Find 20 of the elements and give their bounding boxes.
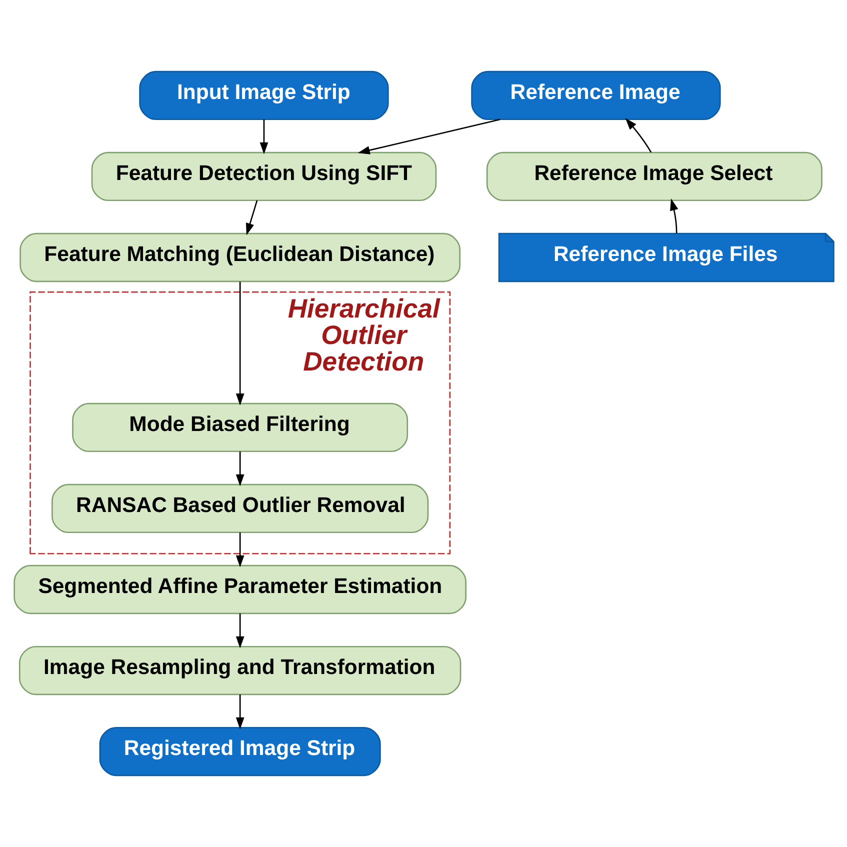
arrow: [235, 282, 244, 406]
node-box: Feature Matching (Euclidean Distance): [19, 232, 460, 282]
arrow: [235, 532, 244, 568]
node-box: Mode Biased Filtering: [72, 402, 408, 452]
node-box: Reference Image Select: [486, 152, 822, 202]
node-box: Reference Image: [470, 70, 720, 120]
arrow: [245, 200, 258, 236]
arrow: [357, 118, 500, 154]
node-box: Image Resampling and Transformation: [18, 646, 461, 696]
arrow: [624, 118, 652, 153]
arrow: [235, 451, 244, 486]
arrow: [235, 614, 244, 648]
arrow: [259, 119, 268, 154]
node-box: Input Image Strip: [138, 70, 388, 120]
arrow: [235, 694, 244, 730]
node-box: Feature Detection Using SIFT: [90, 152, 436, 202]
node-box: Registered Image Strip: [98, 726, 380, 776]
node-box: RANSAC Based Outlier Removal: [51, 484, 428, 534]
arrow: [670, 198, 678, 234]
node-box: Segmented Affine Parameter Estimation: [13, 564, 466, 614]
